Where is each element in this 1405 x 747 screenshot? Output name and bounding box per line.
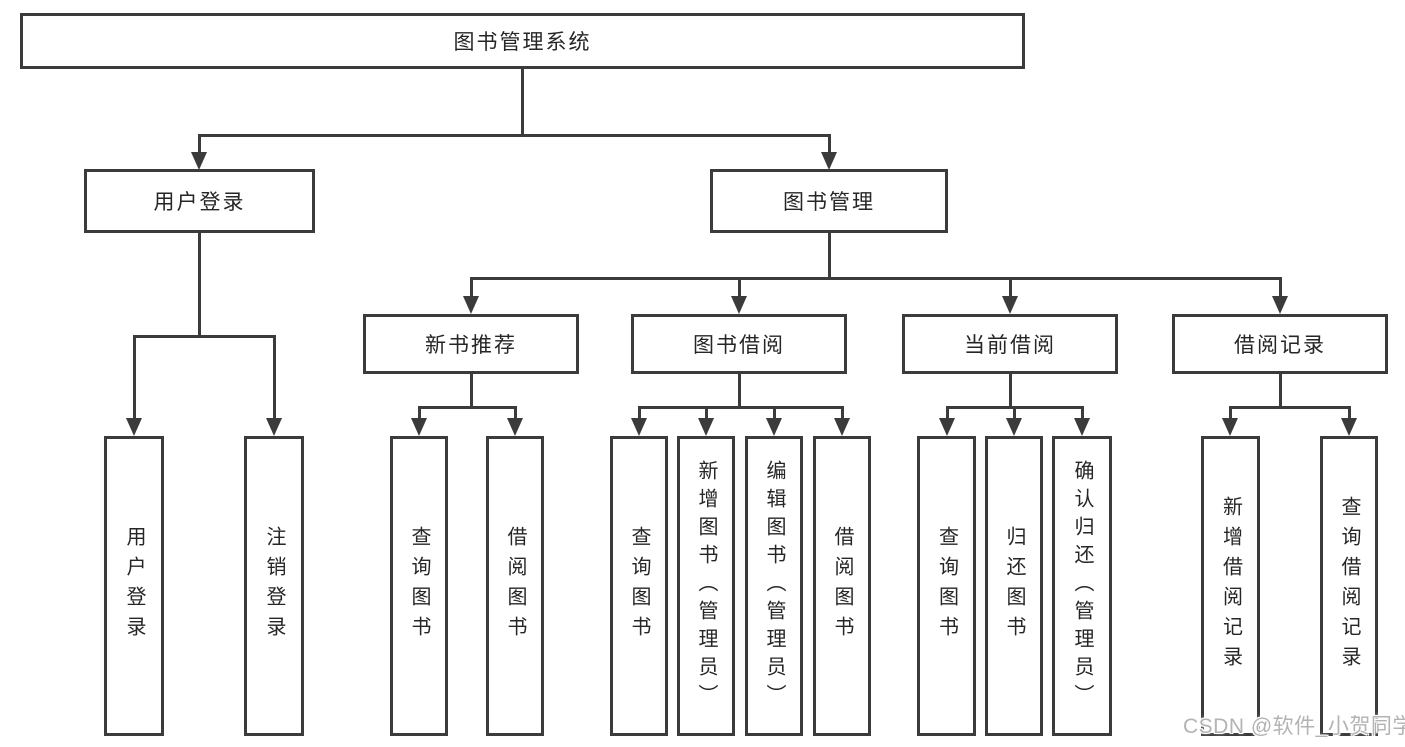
arrowhead-down-icon (834, 418, 850, 436)
connector-hline (132, 334, 276, 338)
connector-vline (1008, 278, 1012, 299)
arrowhead-down-icon (731, 296, 747, 314)
arrowhead-down-icon (507, 418, 523, 436)
connector-vline (840, 407, 844, 420)
arrowhead-down-icon (1272, 296, 1288, 314)
node-user-login: 用户登录 (84, 169, 315, 233)
connector-vline (704, 407, 708, 420)
connector-hline (637, 405, 844, 409)
connector-vline (637, 407, 641, 420)
node-new-book-recommend: 新书推荐 (363, 314, 579, 374)
connector-vline (737, 374, 741, 407)
connector-vline (272, 336, 276, 421)
arrowhead-down-icon (698, 418, 714, 436)
connector-hline (197, 133, 831, 137)
connector-vline (827, 134, 831, 154)
node-root: 图书管理系统 (20, 13, 1025, 69)
connector-vline (132, 336, 136, 421)
leaf-bb-add-books-admin: 新增图书（管理员） (677, 436, 735, 736)
connector-vline (827, 233, 831, 278)
connector-vline (945, 407, 949, 420)
connector-vline (772, 407, 776, 420)
leaf-bb-edit-books-admin: 编辑图书（管理员） (745, 436, 803, 736)
arrowhead-down-icon (463, 296, 479, 314)
leaf-bb-borrow-books: 借阅图书 (813, 436, 871, 736)
connector-vline (469, 374, 473, 407)
leaf-rec-query-books: 查询图书 (390, 436, 448, 736)
leaf-logout: 注销登录 (244, 436, 304, 736)
node-book-management: 图书管理 (710, 169, 948, 233)
leaf-bb-query-books: 查询图书 (610, 436, 668, 736)
connector-vline (417, 407, 421, 420)
connector-hline (1228, 405, 1351, 409)
connector-hline (469, 276, 1282, 280)
connector-vline (1278, 374, 1282, 407)
leaf-cb-query-books: 查询图书 (917, 436, 976, 736)
connector-vline (737, 278, 741, 299)
arrowhead-down-icon (126, 418, 142, 436)
arrowhead-down-icon (1341, 418, 1357, 436)
connector-vline (1278, 278, 1282, 299)
node-current-borrow: 当前借阅 (902, 314, 1118, 374)
arrowhead-down-icon (939, 418, 955, 436)
leaf-rec-borrow-books: 借阅图书 (486, 436, 544, 736)
node-book-borrow: 图书借阅 (631, 314, 847, 374)
connector-hline (417, 405, 517, 409)
arrowhead-down-icon (631, 418, 647, 436)
arrowhead-down-icon (411, 418, 427, 436)
arrowhead-down-icon (1222, 418, 1238, 436)
csdn-watermark: CSDN @软件_小贺同学 (1183, 715, 1405, 738)
arrowhead-down-icon (191, 152, 207, 170)
connector-vline (469, 278, 473, 299)
arrowhead-down-icon (821, 152, 837, 170)
leaf-br-add-record: 新增借阅记录 (1201, 436, 1260, 736)
node-borrow-records: 借阅记录 (1172, 314, 1388, 374)
leaf-cb-confirm-return-admin: 确认归还（管理员） (1052, 436, 1112, 736)
connector-vline (1228, 407, 1232, 420)
arrowhead-down-icon (766, 418, 782, 436)
arrowhead-down-icon (1074, 418, 1090, 436)
leaf-user-login: 用户登录 (104, 436, 164, 736)
arrowhead-down-icon (1006, 418, 1022, 436)
leaf-cb-return-books: 归还图书 (985, 436, 1043, 736)
connector-vline (1080, 407, 1084, 420)
leaf-br-query-record: 查询借阅记录 (1320, 436, 1378, 736)
arrowhead-down-icon (1002, 296, 1018, 314)
arrowhead-down-icon (266, 418, 282, 436)
connector-vline (1347, 407, 1351, 420)
connector-vline (1008, 374, 1012, 407)
connector-vline (513, 407, 517, 420)
connector-vline (520, 69, 524, 136)
connector-vline (197, 134, 201, 154)
connector-vline (197, 233, 201, 336)
connector-vline (1012, 407, 1016, 420)
